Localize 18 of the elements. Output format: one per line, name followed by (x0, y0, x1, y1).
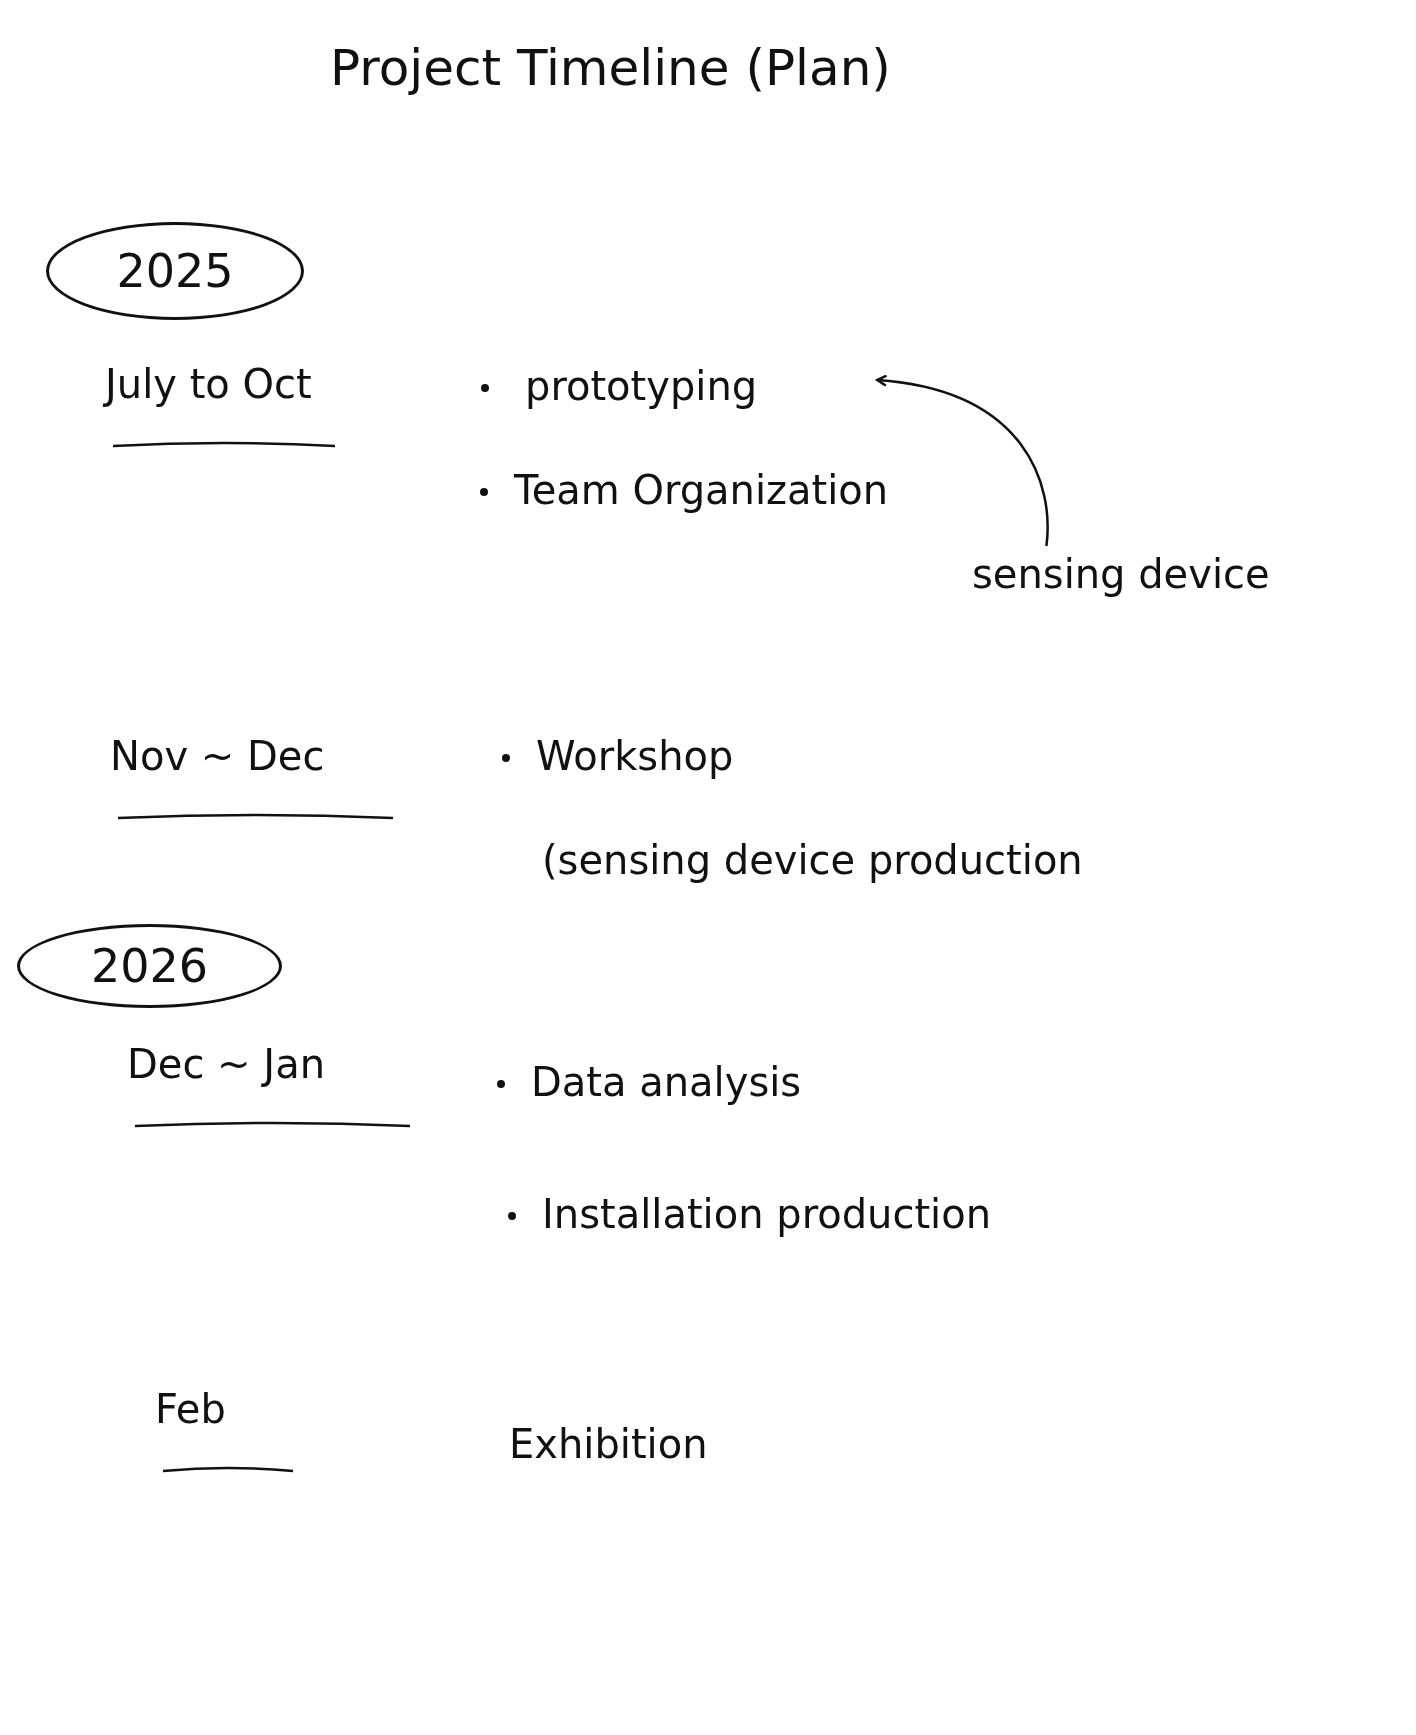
task-item: Data analysis (531, 1058, 802, 1106)
task-item: Installation production (542, 1190, 992, 1238)
task-item: Workshop (536, 732, 734, 780)
period-label: Dec ~ Jan (127, 1040, 325, 1088)
year-oval (17, 924, 282, 1008)
task-item: (sensing device production (542, 836, 1083, 884)
period-label: Nov ~ Dec (110, 732, 325, 780)
period-label: July to Oct (105, 360, 312, 408)
year-label: 2026 (90, 939, 209, 993)
annotation-text: sensing device (972, 550, 1270, 598)
period-label: Feb (155, 1385, 226, 1433)
year-label: 2025 (116, 244, 234, 298)
task-item: Team Organization (514, 466, 889, 514)
arrow (875, 374, 1049, 547)
task-item: prototyping (525, 362, 758, 410)
title: Project Timeline (Plan) (330, 38, 891, 98)
year-oval (46, 222, 304, 320)
task-item: Exhibition (509, 1420, 708, 1468)
